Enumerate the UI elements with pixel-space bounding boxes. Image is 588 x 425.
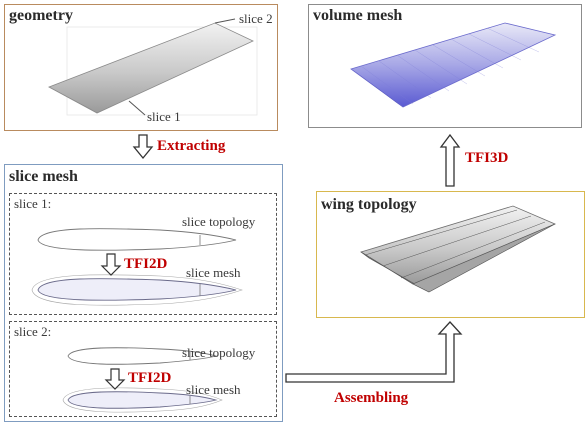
geometry-title: geometry — [9, 7, 73, 24]
slice-1-mesh-label: slice mesh — [186, 265, 241, 280]
slice-1-group: slice 1: slice topology TFI2D slice mesh — [9, 193, 277, 315]
slice-mesh-title: slice mesh — [9, 168, 78, 185]
geometry-panel: geometry slice 2 slice 1 — [4, 4, 278, 131]
slice-2-group: slice 2: slice topology TFI2D slice mesh — [9, 321, 277, 417]
wing-topology-image — [360, 205, 557, 293]
volume-mesh-title: volume mesh — [313, 7, 403, 24]
extracting-arrow — [132, 134, 154, 160]
slice-1-group-title: slice 1: — [14, 196, 52, 211]
slice-2-group-title: slice 2: — [14, 324, 52, 339]
volume-mesh-wing-image — [350, 22, 557, 108]
geometry-wing-image — [48, 18, 258, 116]
slice-1-label: slice 1 — [147, 109, 181, 124]
extracting-label: Extracting — [157, 138, 226, 154]
assembling-arrow — [285, 321, 463, 383]
slice-2-mesh-label: slice mesh — [186, 382, 241, 397]
slice-mesh-panel: slice mesh slice 1: slice topology TFI2D… — [4, 164, 283, 422]
wing-topology-title: wing topology — [321, 196, 417, 213]
slice-2-label: slice 2 — [239, 11, 273, 26]
tfi3d-label: TFI3D — [465, 150, 509, 166]
slice-2-topology-label: slice topology — [182, 345, 256, 360]
slice-1-tfi2d-label: TFI2D — [124, 256, 168, 272]
tfi3d-arrow — [439, 133, 461, 187]
slice-2-topology-airfoil — [62, 347, 223, 413]
slice-2-tfi2d-label: TFI2D — [128, 370, 172, 386]
slice-1-topology-label: slice topology — [182, 214, 256, 229]
slice-1-topology-airfoil — [31, 228, 243, 306]
wing-topology-panel: wing topology — [316, 191, 585, 318]
assembling-label: Assembling — [334, 390, 409, 406]
volume-mesh-panel: volume mesh — [308, 4, 582, 128]
